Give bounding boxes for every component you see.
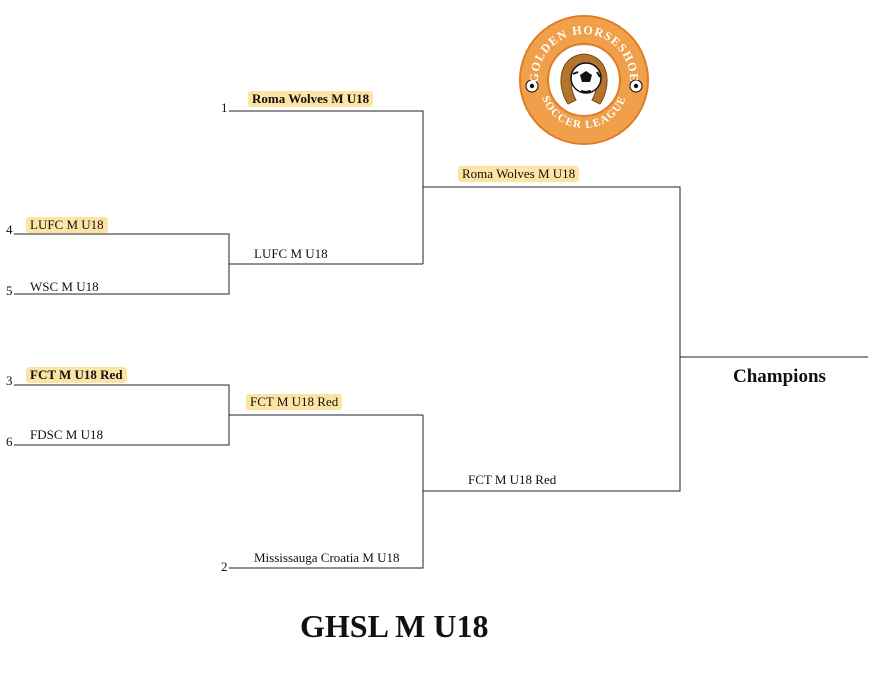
- seed-r1-4: 6: [6, 434, 13, 449]
- team-r1-4[interactable]: FDSC M U18: [30, 427, 103, 442]
- team-r1-2[interactable]: WSC M U18: [30, 279, 99, 294]
- seed-r1-3: 3: [6, 373, 13, 388]
- seed-r1-2: 5: [6, 283, 13, 298]
- bracket-line-r2-2: [229, 415, 424, 569]
- seed-r2-1: 1: [221, 100, 228, 115]
- small-ball-left-icon: [525, 79, 539, 93]
- bracket-line-r3: [423, 186, 681, 492]
- seed-r1-1: 4: [6, 222, 13, 237]
- team-r2-3[interactable]: FCT M U18 Red: [246, 394, 343, 410]
- team-r2-4[interactable]: Mississauga Croatia M U18: [254, 550, 400, 565]
- team-r2-1[interactable]: Roma Wolves M U18: [248, 91, 374, 107]
- seed-r2-4: 2: [221, 559, 228, 574]
- soccer-ball-icon: [570, 62, 602, 94]
- page-title: GHSL M U18: [300, 608, 489, 644]
- team-r3-1[interactable]: Roma Wolves M U18: [458, 166, 580, 182]
- team-r1-1[interactable]: LUFC M U18: [26, 217, 108, 233]
- team-r1-3[interactable]: FCT M U18 Red: [26, 367, 127, 383]
- team-r3-2[interactable]: FCT M U18 Red: [468, 472, 557, 487]
- small-ball-right-icon: [629, 79, 643, 93]
- champions-label: Champions: [733, 366, 826, 387]
- team-r2-2[interactable]: LUFC M U18: [254, 246, 328, 261]
- golden-horseshoe-logo: GOLDEN HORSESHOE SOCCER LEAGUE: [519, 15, 649, 145]
- bracket-line-r2-1: [229, 110, 424, 264]
